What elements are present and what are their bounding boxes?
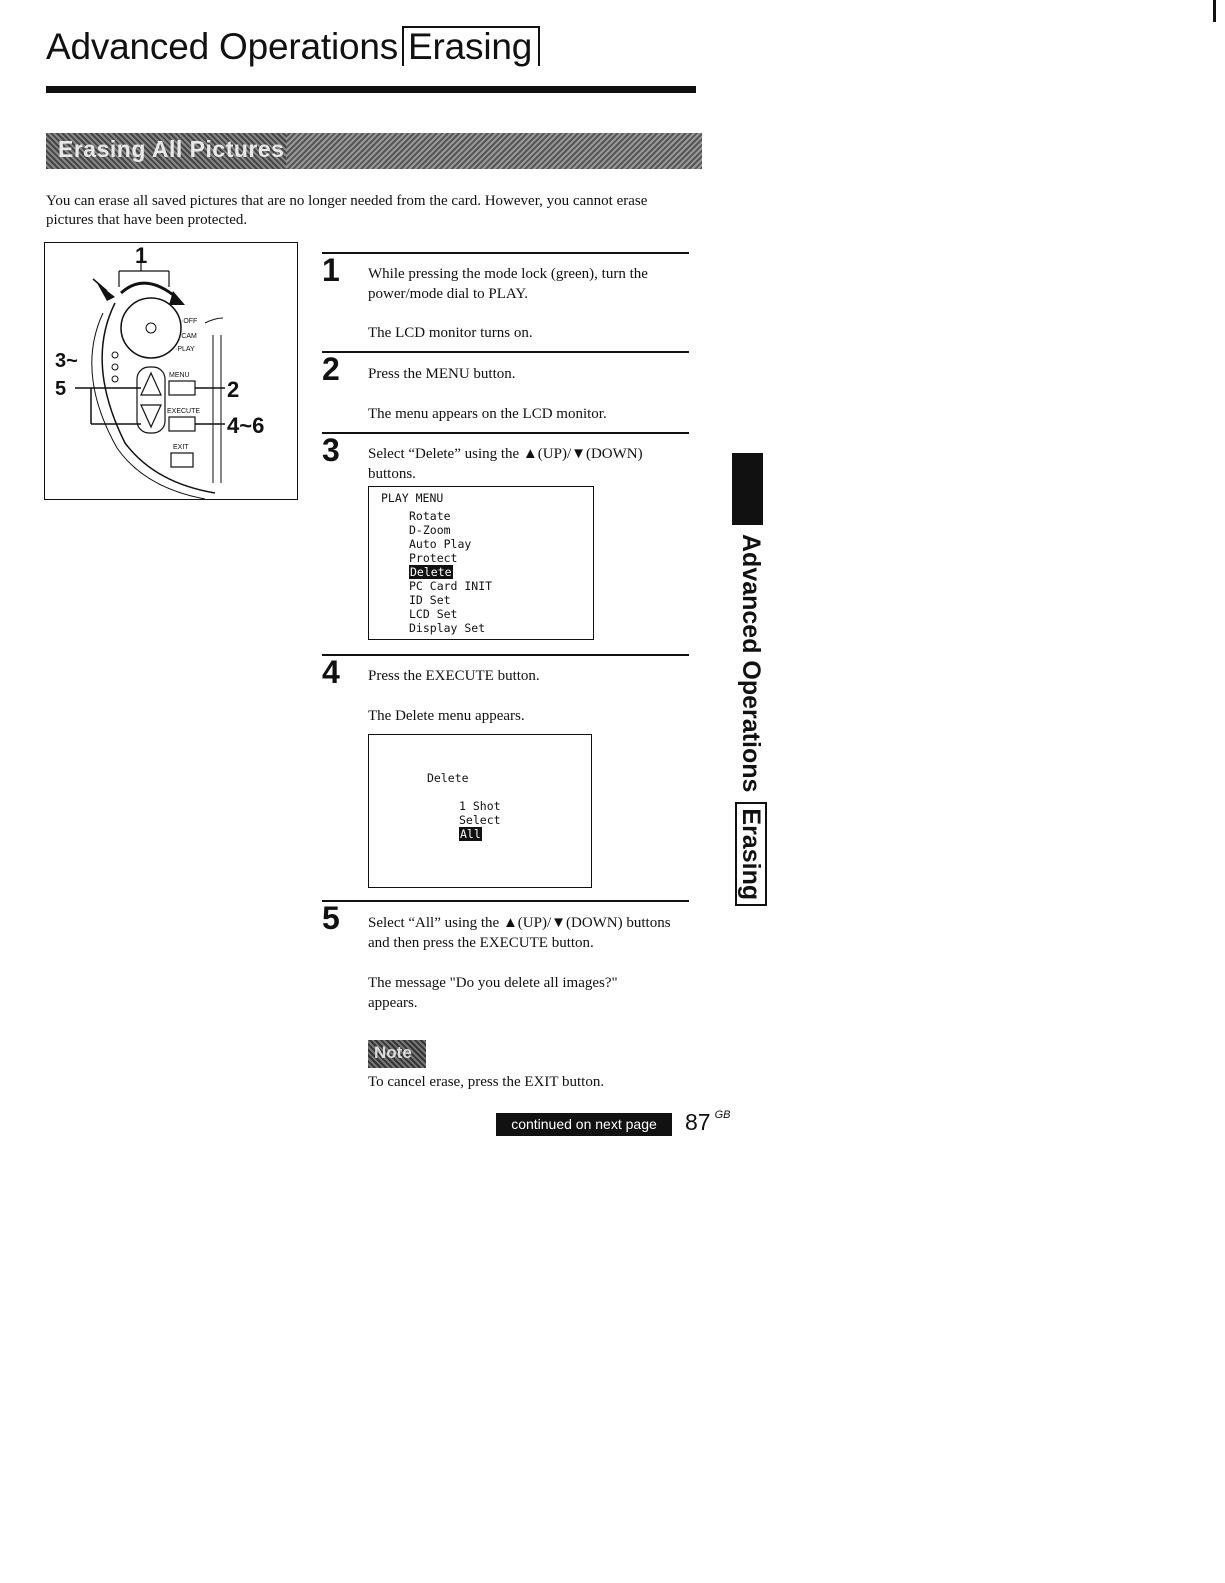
delete-item-all-highlight: All: [459, 827, 482, 841]
step-result-5: The message "Do you delete all images?" …: [368, 975, 618, 1011]
step-instruction-3: Select “Delete” using the ▲(UP)/▼(DOWN) …: [368, 446, 643, 482]
step-number-5: 5: [322, 900, 340, 936]
play-menu-screen: PLAY MENU Rotate D-Zoom Auto Play Protec…: [368, 486, 594, 640]
step-rule-5: [322, 900, 689, 902]
step-rule-2: [322, 351, 689, 353]
continued-label: continued on next page: [496, 1113, 672, 1136]
svg-text:MENU: MENU: [169, 372, 190, 379]
menu-item-delete: Delete: [409, 565, 453, 579]
banner-texture: [286, 133, 702, 169]
step-result-1: The LCD monitor turns on.: [368, 325, 533, 341]
svg-text:EXECUTE: EXECUTE: [167, 408, 200, 415]
svg-text:·OFF: ·OFF: [181, 318, 197, 325]
step-result-2: The menu appears on the LCD monitor.: [368, 406, 607, 422]
menu-item-dzoom: D-Zoom: [409, 523, 451, 537]
svg-text:EXIT: EXIT: [173, 444, 189, 451]
camera-illustration: 1 ·OFF ·CAM ·PLAY MENU EXECUTE EXIT 2 4~…: [44, 242, 298, 500]
step-number-1: 1: [322, 252, 340, 288]
step-result-4: The Delete menu appears.: [368, 708, 525, 724]
chapter-title: Advanced Operations: [46, 26, 399, 67]
delete-item-1shot: 1 Shot: [459, 799, 501, 813]
callout-3: 3~: [55, 350, 78, 372]
note-text: To cancel erase, press the EXIT button.: [368, 1074, 605, 1090]
menu-item-delete-highlight: Delete: [409, 565, 453, 579]
menu-item-idset: ID Set: [409, 593, 451, 607]
delete-item-select: Select: [459, 813, 501, 827]
menu-item-rotate: Rotate: [409, 509, 451, 523]
note-label: Note: [374, 1043, 412, 1062]
step-number-4: 4: [322, 654, 340, 690]
edge-mark: [1213, 0, 1216, 22]
delete-menu-screen: Delete 1 Shot Select All: [368, 734, 592, 888]
step-instruction-5: Select “All” using the ▲(UP)/▼(DOWN) but…: [368, 915, 671, 951]
delete-menu-title: Delete: [427, 771, 469, 785]
delete-item-all: All: [459, 827, 482, 841]
callout-2: 2: [227, 377, 239, 402]
side-tab-chapter: Advanced Operations: [737, 534, 765, 793]
callout-5: 5: [55, 378, 66, 400]
step-rule-1: [322, 252, 689, 254]
side-tab-label: Advanced OperationsErasing: [735, 534, 767, 907]
play-menu-title: PLAY MENU: [381, 491, 444, 505]
menu-item-autoplay: Auto Play: [409, 537, 472, 551]
step-rule-4: [322, 654, 689, 656]
page-number-value: 87: [685, 1109, 711, 1135]
menu-item-displayset: Display Set: [409, 621, 486, 635]
step-number-3: 3: [322, 432, 340, 468]
header-rule: [46, 86, 696, 93]
menu-item-lcdset: LCD Set: [409, 607, 458, 621]
menu-item-pccard: PC Card INIT: [409, 579, 493, 593]
section-subtitle: Erasing: [402, 26, 541, 66]
note-badge: Note: [368, 1040, 426, 1068]
step-instruction-2: Press the MENU button.: [368, 366, 516, 382]
menu-item-protect: Protect: [409, 551, 458, 565]
side-tab: Advanced OperationsErasing: [728, 534, 768, 907]
section-title: Erasing All Pictures: [58, 136, 285, 162]
callout-4-6: 4~6: [227, 413, 264, 438]
side-tab-marker: [732, 453, 763, 525]
svg-text:·CAM: ·CAM: [179, 333, 197, 340]
camera-diagram: 1 ·OFF ·CAM ·PLAY MENU EXECUTE EXIT 2 4~…: [55, 243, 264, 500]
step-number-2: 2: [322, 351, 340, 387]
side-tab-section: Erasing: [735, 802, 767, 907]
section-banner: Erasing All Pictures: [46, 133, 702, 169]
svg-text:·PLAY: ·PLAY: [175, 346, 195, 353]
step-rule-3: [322, 432, 689, 434]
step-instruction-1: While pressing the mode lock (green), tu…: [368, 266, 648, 302]
step-instruction-4: Press the EXECUTE button.: [368, 668, 540, 684]
callout-1: 1: [135, 243, 147, 268]
language-code: GB: [714, 1109, 731, 1121]
intro-paragraph: You can erase all saved pictures that ar…: [46, 193, 648, 228]
